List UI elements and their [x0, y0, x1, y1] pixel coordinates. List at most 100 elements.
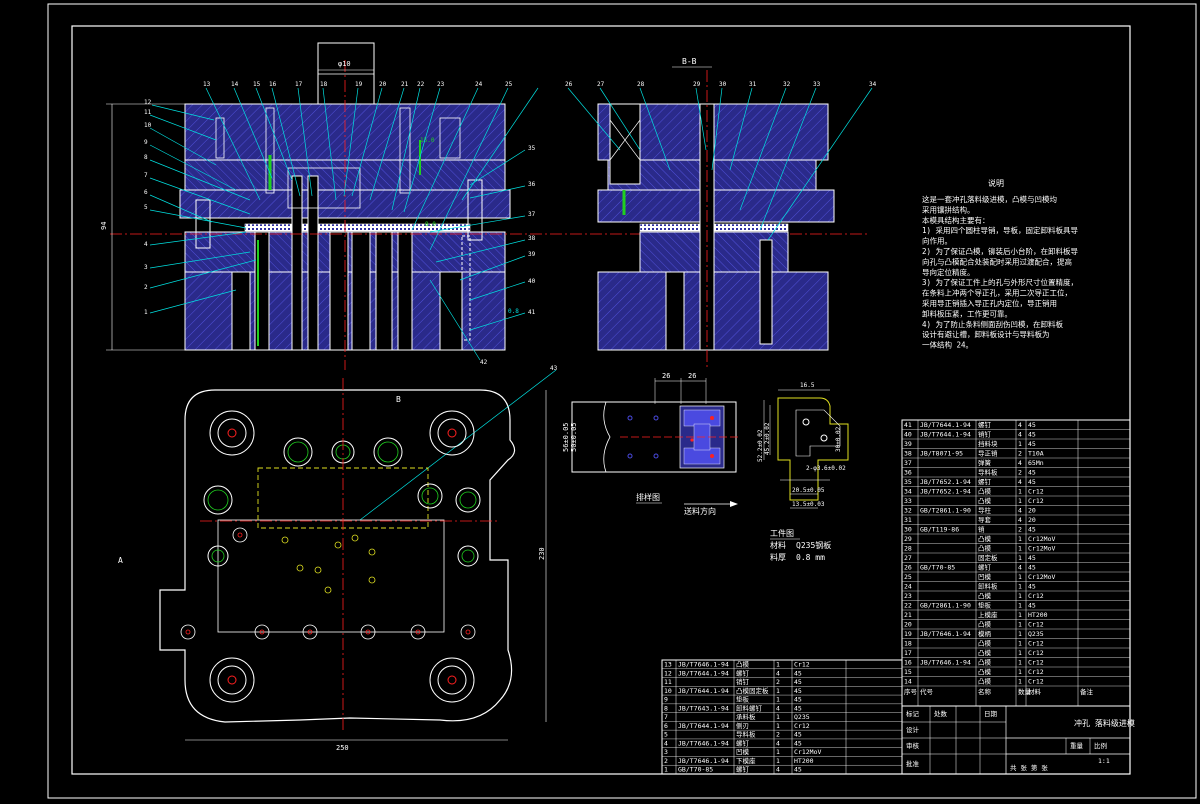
bom-cell: 凸模: [978, 496, 992, 505]
bom-cell: 1: [1018, 640, 1022, 648]
tb-ratio: 比例: [1094, 741, 1107, 750]
punch-hole: [351, 534, 359, 542]
bom-cell: Cr12: [1028, 488, 1044, 496]
bom-cell: 29: [904, 535, 912, 543]
bom-cell: 45: [1028, 469, 1036, 477]
bom-cell: 45: [1028, 564, 1036, 572]
bom-cell: 凸模: [978, 677, 992, 686]
bom-header-cell: 序号: [904, 687, 918, 696]
bom-cell: 13: [664, 661, 672, 669]
bom-cell: Cr12: [1028, 497, 1044, 505]
bom-header-cell: 数量: [1018, 687, 1032, 696]
drawing-title: 冲孔 落料级进模: [1074, 718, 1135, 728]
callout-27: 27: [597, 81, 605, 88]
pin-center: [259, 629, 265, 635]
screw-thread: [377, 441, 399, 463]
bom-cell: 1: [776, 748, 780, 756]
bom-cell: 30: [904, 526, 912, 534]
bom-cell: 4: [776, 766, 780, 774]
bom-cell: 2: [776, 678, 780, 686]
plan-holes: [180, 410, 481, 703]
bom-cell: 1: [1018, 668, 1022, 676]
section-bb-label: B-B: [682, 57, 697, 66]
callout-13: 13: [203, 81, 211, 88]
bom-cell: JB/T7644.1-94: [678, 687, 729, 695]
bom-cell: 弹簧: [978, 458, 992, 467]
note-line-11: 卸料板压紧，工作更可靠。: [922, 308, 1012, 318]
pin-hole: [254, 624, 270, 640]
bom-cell: 45: [794, 704, 802, 712]
callout-12: 12: [144, 99, 152, 106]
bom-cell: 38: [904, 450, 912, 458]
dim-height-left: 94: [100, 222, 108, 230]
bom-cell: Q235: [1028, 630, 1044, 638]
bom-cell: 17: [904, 649, 912, 657]
callout-14: 14: [231, 81, 239, 88]
bom-cell: 4: [776, 704, 780, 712]
callout-16: 16: [269, 81, 277, 88]
svg-text:0.8: 0.8: [508, 308, 519, 315]
bom-cell: 33: [904, 497, 912, 505]
bom-cell: 凸模: [978, 534, 992, 543]
bom-cell: JB/T7643.1-94: [678, 704, 729, 712]
screw-hole: [207, 545, 229, 567]
bom-cell: 螺钉: [978, 477, 992, 486]
svg-text:8.0: 8.0: [425, 221, 436, 228]
callout-9: 9: [144, 139, 148, 146]
bom-cell: 销: [978, 525, 985, 534]
bom-cell: 1: [1018, 535, 1022, 543]
bom-cell: JB/T7652.1-94: [920, 488, 971, 496]
bom-cell: 垫板: [736, 695, 750, 704]
bom-cell: 2: [776, 731, 780, 739]
bom-cell: 4: [1018, 564, 1022, 572]
bom-cell: 导柱: [978, 506, 992, 515]
callout-8: 8: [144, 154, 148, 161]
bom-cell: 20: [904, 621, 912, 629]
bom-cell: 导套: [978, 515, 992, 524]
dim-strip-26a: 26: [662, 372, 670, 380]
layout-label: 排样图: [636, 492, 660, 502]
bom-cell: 18: [904, 640, 912, 648]
dim-height-230: 230: [538, 547, 546, 560]
bom-cell: 25: [904, 573, 912, 581]
bom-cell: 20: [1028, 507, 1036, 515]
bom-cell: 16: [904, 659, 912, 667]
bom-cell: 15: [904, 668, 912, 676]
punch-hole: [368, 548, 376, 556]
view-a-label: A: [118, 556, 123, 565]
bom-cell: 1: [1018, 583, 1022, 591]
callout-7: 7: [144, 172, 148, 179]
tb-sheet: 共 张 第 张: [1010, 763, 1048, 772]
bom-cell: 螺钉: [978, 563, 992, 572]
bom-cell: GB/T70-85: [678, 766, 713, 774]
bom-cell: 35: [904, 478, 912, 486]
bom-cell: 32: [904, 507, 912, 515]
pin-hole: [302, 624, 318, 640]
callout-26: 26: [565, 81, 573, 88]
bom-cell: 34: [904, 488, 912, 496]
inner-frame: [71, 25, 1131, 775]
bom-cell: Cr12: [1028, 649, 1044, 657]
bom-cell: 45: [1028, 421, 1036, 429]
screw-hole: [457, 545, 479, 567]
bom-cell: 24: [904, 583, 912, 591]
bom-cell: 凸模: [978, 591, 992, 600]
bom-cell: 4: [776, 669, 780, 677]
pin-hole: [410, 624, 426, 640]
notes-title: 说明: [988, 178, 1004, 188]
bom-cell: 凸模: [978, 658, 992, 667]
note-line-7: 导向定位精度。: [922, 267, 975, 277]
bom-cell: 4: [664, 739, 668, 747]
callout-11: 11: [144, 109, 152, 116]
dim-part-w3: 13.5±0.03: [792, 501, 825, 508]
bom-cell: Cr12MoV: [1028, 535, 1055, 543]
bom-cell: Cr12: [794, 722, 810, 730]
callout-31: 31: [749, 81, 757, 88]
pin-center: [365, 629, 371, 635]
bom-cell: HT200: [794, 757, 814, 765]
bom-cell: 4: [776, 739, 780, 747]
screw-thread: [287, 441, 309, 463]
